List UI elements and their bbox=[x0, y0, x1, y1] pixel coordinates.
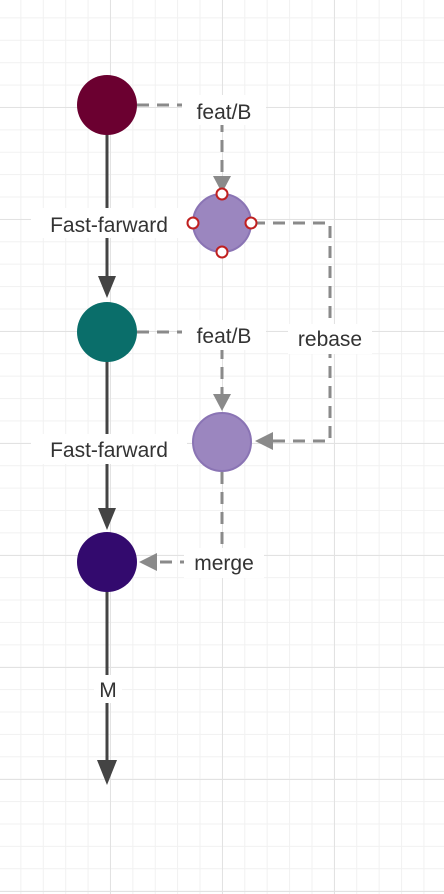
fast-forward-label: Fast-farward bbox=[50, 439, 168, 462]
arrow-head-icon bbox=[97, 760, 117, 785]
resize-handle-bottom[interactable] bbox=[215, 245, 229, 259]
resize-handle-top[interactable] bbox=[215, 187, 229, 201]
label-rebase: rebase bbox=[288, 324, 372, 354]
arrow-head-icon bbox=[98, 508, 116, 530]
commit-node-1[interactable] bbox=[77, 75, 137, 135]
arrow-head-icon bbox=[98, 276, 116, 298]
label-feat-middle: feat/B bbox=[182, 320, 266, 350]
master-label: M bbox=[99, 679, 117, 702]
feat-label: feat/B bbox=[197, 101, 252, 124]
arrow-head-icon bbox=[213, 176, 231, 193]
feature-commit-a[interactable] bbox=[192, 193, 252, 253]
label-fast-forward-bottom: Fast-farward bbox=[31, 434, 187, 464]
arrow-head-icon bbox=[255, 432, 273, 450]
commit-node-3[interactable] bbox=[77, 532, 137, 592]
arrow-head-icon bbox=[139, 553, 157, 571]
resize-handle-right[interactable] bbox=[244, 216, 258, 230]
label-merge: merge bbox=[184, 548, 264, 578]
resize-handle-left[interactable] bbox=[186, 216, 200, 230]
label-fast-forward-top: Fast-farward bbox=[31, 208, 187, 238]
rebase-label: rebase bbox=[298, 328, 362, 351]
merge-label: merge bbox=[194, 552, 254, 575]
feature-commit-a-selected[interactable] bbox=[186, 187, 258, 259]
feat-label: feat/B bbox=[197, 325, 252, 348]
label-master: M bbox=[94, 675, 122, 703]
fast-forward-label: Fast-farward bbox=[50, 214, 168, 237]
arrow-head-icon bbox=[213, 394, 231, 411]
label-feat-top: feat/B bbox=[182, 95, 266, 125]
commit-node-2[interactable] bbox=[77, 302, 137, 362]
feature-commit-b[interactable] bbox=[192, 412, 252, 472]
